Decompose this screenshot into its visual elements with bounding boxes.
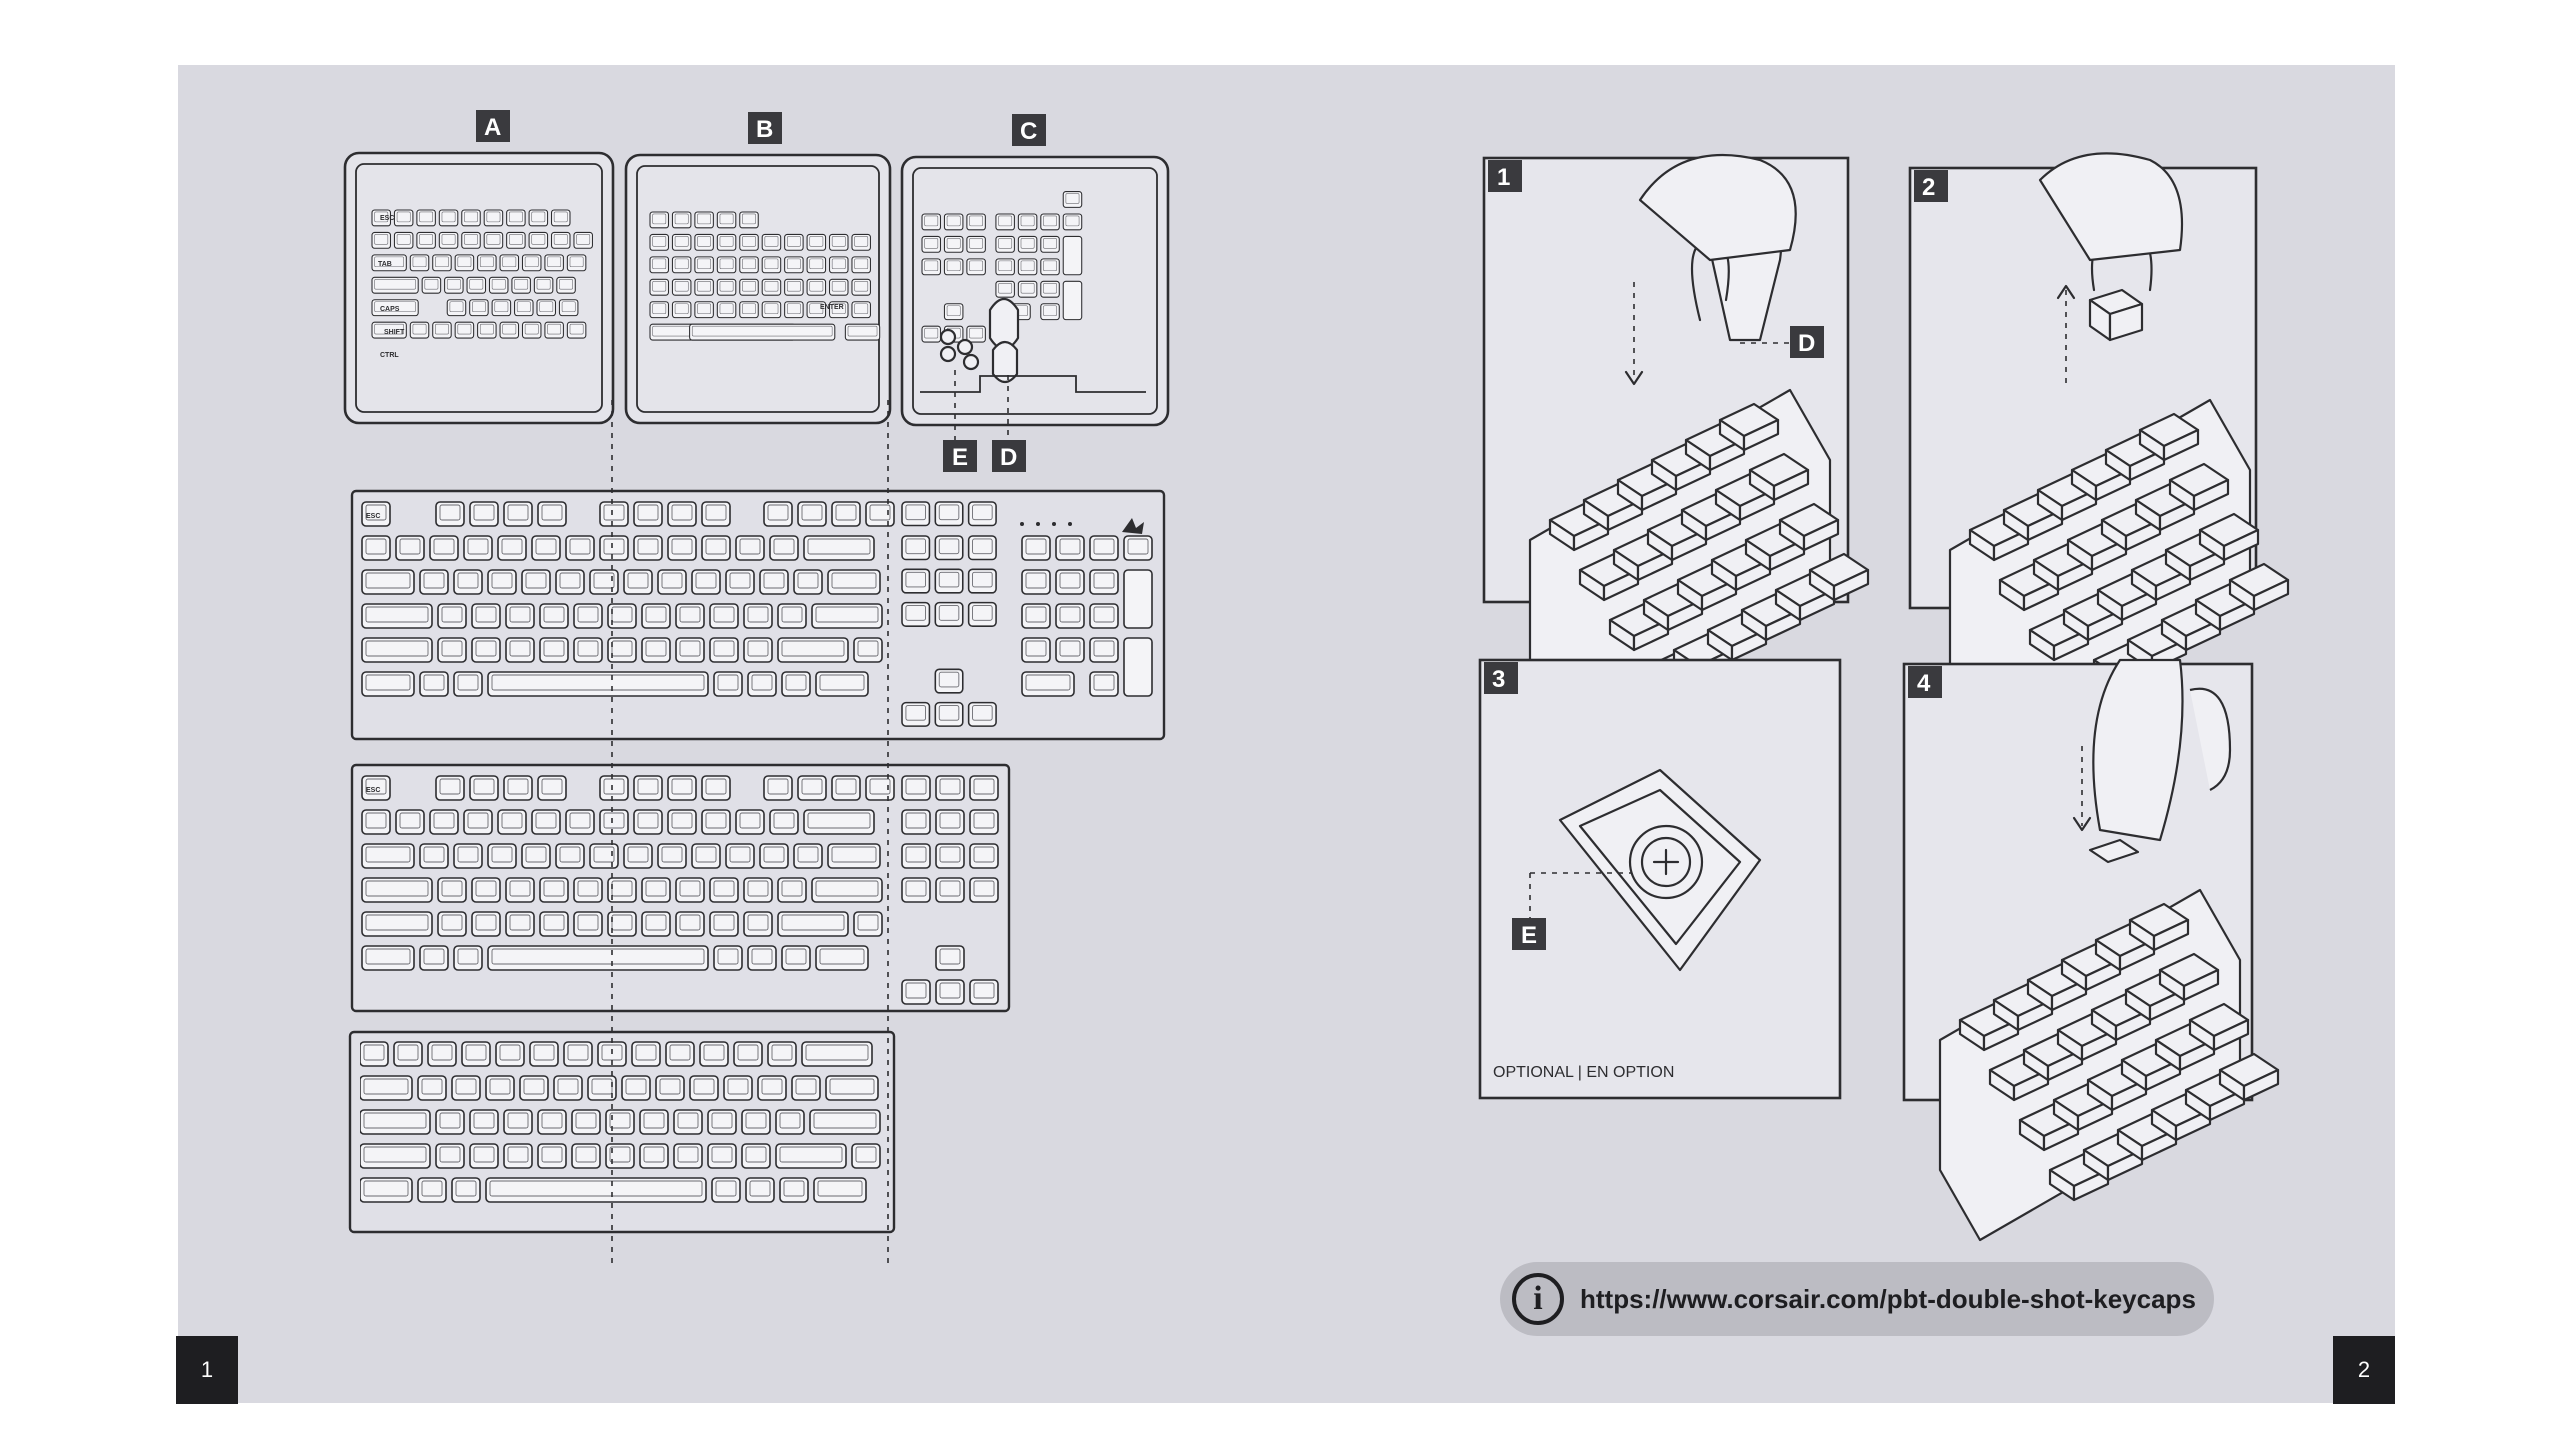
tkl-esc-label: ESC	[366, 787, 380, 794]
label-c: C	[1020, 118, 1037, 145]
brand-logo-icon	[1122, 518, 1144, 534]
key-enter-label: ENTER	[820, 304, 844, 311]
key-ctrl-label: CTRL	[380, 352, 399, 359]
label-d-step: D	[1798, 330, 1815, 357]
keyboard-compact	[348, 1030, 896, 1234]
page-number-right: 2	[2333, 1336, 2395, 1404]
step-2-panel: 2	[1908, 152, 2288, 750]
step-2-number: 2	[1922, 174, 1935, 201]
key-esc-label: ESC	[380, 215, 394, 222]
label-e-badge	[943, 440, 977, 472]
tray-b: ENTER	[624, 153, 892, 425]
key-tab-label: TAB	[378, 261, 392, 268]
label-d-badge	[992, 440, 1026, 472]
info-url[interactable]: https://www.corsair.com/pbt-double-shot-…	[1580, 1283, 2196, 1314]
label-e-tray: E	[952, 444, 968, 471]
tray-c	[900, 155, 1170, 427]
label-b: B	[756, 116, 773, 143]
step-4-number: 4	[1917, 670, 1931, 697]
step-1-number: 1	[1497, 164, 1510, 191]
label-a: A	[484, 114, 501, 141]
label-d-tray: D	[1000, 444, 1017, 471]
label-c-badge	[1012, 114, 1046, 146]
optional-note: OPTIONAL | EN OPTION	[1493, 1064, 1675, 1081]
full-esc-label: ESC	[366, 513, 380, 520]
step-3-panel: 3 E	[1478, 658, 1842, 1100]
key-caps-label: CAPS	[380, 306, 400, 313]
label-a-badge	[476, 110, 510, 142]
label-e-step: E	[1521, 922, 1537, 949]
step-3-number: 3	[1492, 666, 1505, 693]
step-4-panel: 4	[1902, 658, 2278, 1240]
keyboard-full-size: ESC	[350, 489, 1166, 741]
page-number-left: 1	[176, 1336, 238, 1404]
step-1-panel: 1 D	[1482, 153, 1868, 740]
keyboard-tenkeyless: ESC	[350, 763, 1011, 1013]
info-link-pill[interactable]: i https://www.corsair.com/pbt-double-sho…	[1500, 1262, 2214, 1336]
tray-a: ESC TAB CAPS SHIFT CTRL	[343, 151, 615, 425]
key-shift-label: SHIFT	[384, 329, 405, 336]
label-b-badge	[748, 112, 782, 144]
info-icon: i	[1512, 1273, 1564, 1325]
